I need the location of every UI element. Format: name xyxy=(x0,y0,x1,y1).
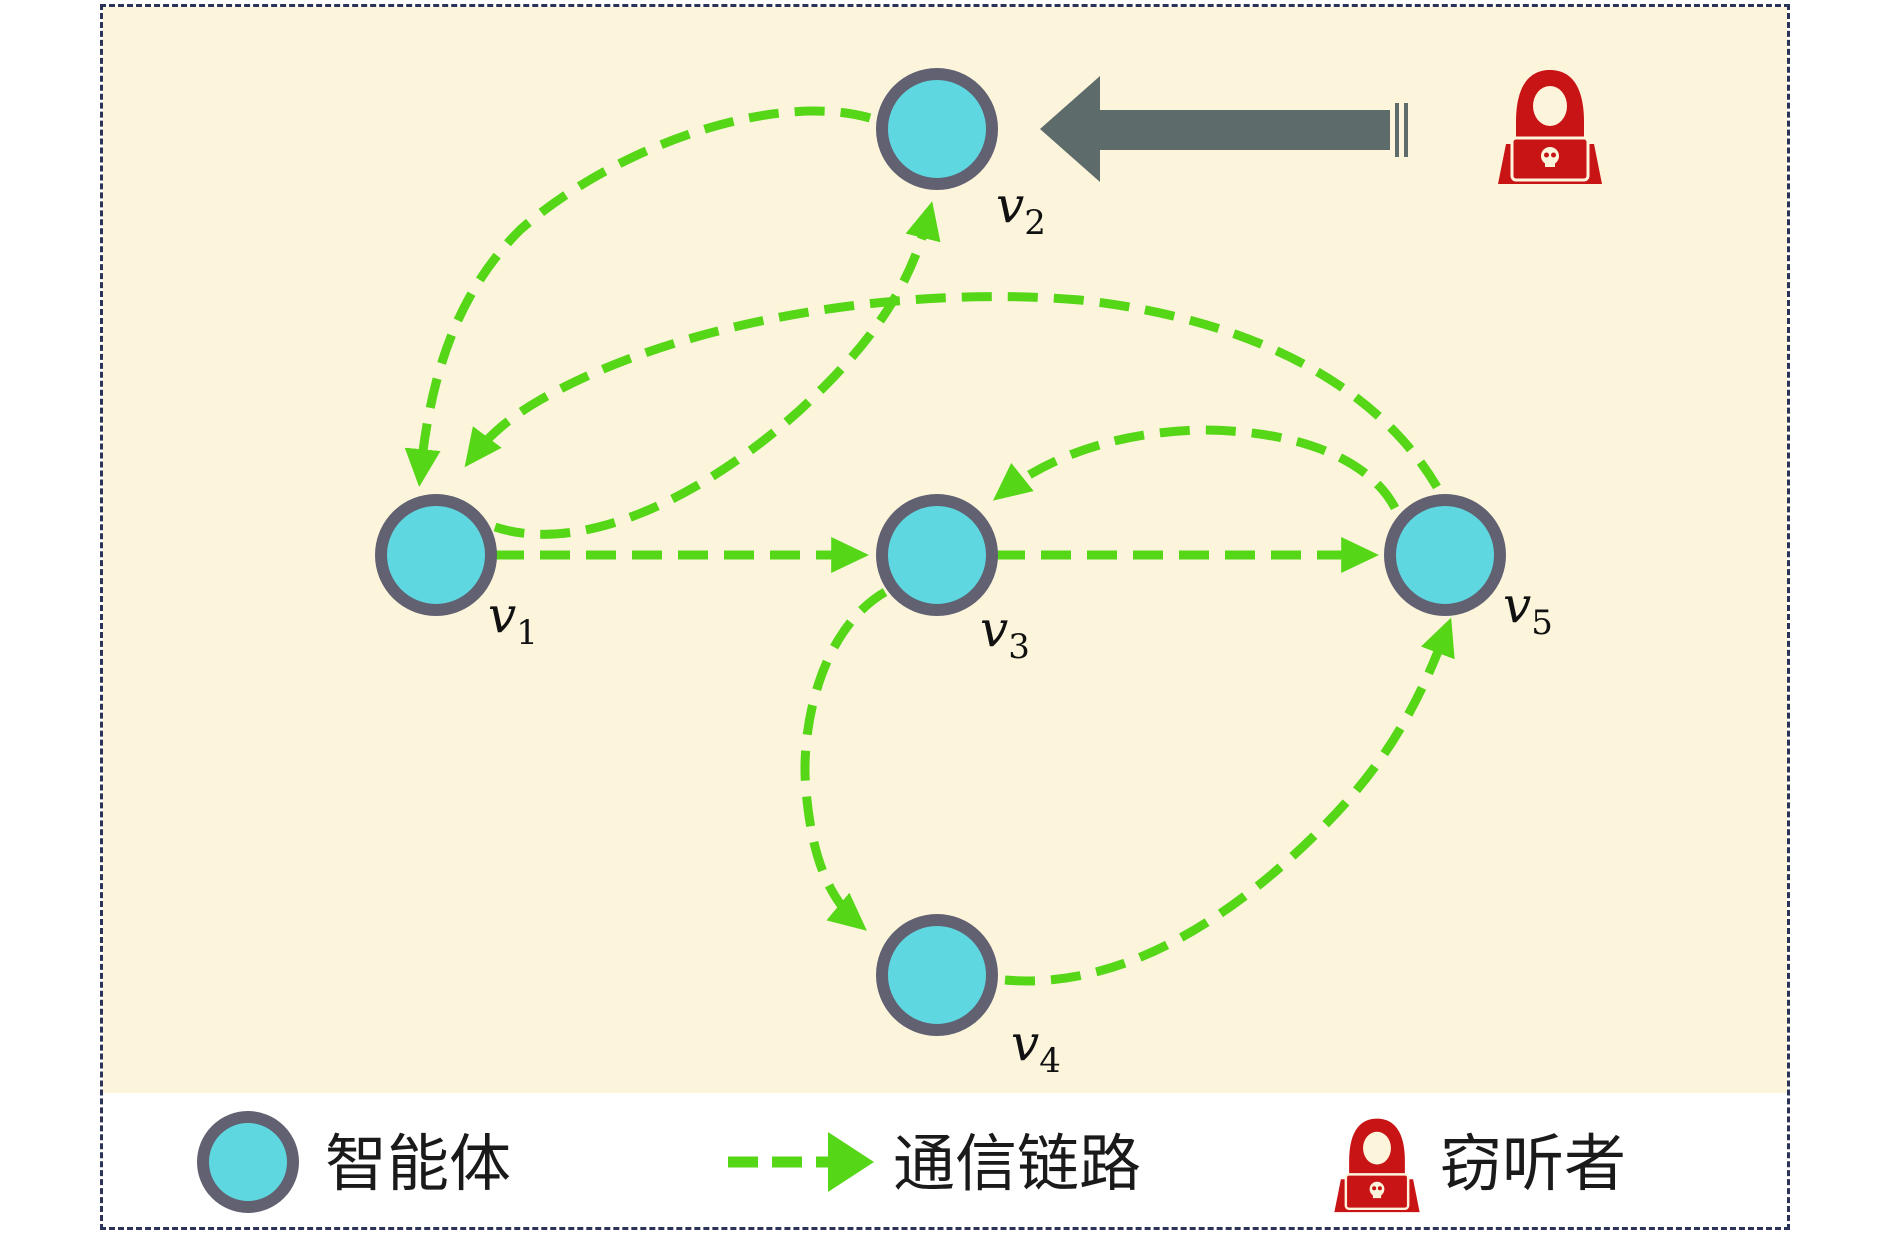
node-label-v1: v1 xyxy=(488,586,538,653)
agent-circle xyxy=(1384,494,1506,616)
node-label-index: 1 xyxy=(516,613,538,653)
agent-circle xyxy=(876,68,998,190)
agent-circle xyxy=(876,494,998,616)
legend-eavesdropper-icon xyxy=(1333,1117,1421,1214)
node-label-letter: v xyxy=(1011,1014,1039,1072)
agent-node-v3: v3 xyxy=(876,494,1030,667)
node-label-v5: v5 xyxy=(1503,576,1553,643)
legend: 智能体 通信链路 窃听者 xyxy=(197,1111,1626,1214)
link-v5-to-v3 xyxy=(992,425,1399,511)
node-label-index: 3 xyxy=(1008,627,1030,667)
legend-agent-label: 智能体 xyxy=(325,1127,511,1200)
eavesdropper-icon xyxy=(1496,68,1604,186)
legend-link-label: 通信链路 xyxy=(893,1127,1141,1200)
agent-node-v2: v2 xyxy=(876,68,1046,243)
legend-eavesdropper-label: 窃听者 xyxy=(1440,1127,1626,1200)
link-v3-to-v4 xyxy=(800,588,888,931)
node-label-v4: v4 xyxy=(1011,1014,1061,1081)
agent-circle xyxy=(876,914,998,1036)
node-label-v3: v3 xyxy=(980,600,1030,667)
communication-links xyxy=(404,106,1455,986)
link-v5-to-v1 xyxy=(464,292,1441,490)
attack-arrow-tail-line xyxy=(1395,103,1399,157)
attack-layer xyxy=(1040,68,1604,186)
node-label-index: 2 xyxy=(1024,203,1046,243)
agent-node-v4: v4 xyxy=(876,914,1061,1081)
link-v4-to-v5 xyxy=(1004,617,1455,986)
node-label-letter: v xyxy=(1503,576,1531,634)
agent-node-v5: v5 xyxy=(1384,494,1553,643)
node-label-index: 5 xyxy=(1531,603,1553,643)
attack-arrow-tail-line xyxy=(1404,103,1408,157)
node-label-letter: v xyxy=(980,600,1008,658)
legend-link-arrowhead xyxy=(828,1132,874,1192)
link-v2-to-v1 xyxy=(404,106,872,487)
agent-node-v1: v1 xyxy=(375,494,538,653)
node-label-letter: v xyxy=(996,176,1024,234)
node-label-index: 4 xyxy=(1039,1041,1061,1081)
legend-agent-icon xyxy=(197,1111,299,1213)
node-label-v2: v2 xyxy=(996,176,1046,243)
node-label-letter: v xyxy=(488,586,516,644)
attack-arrow xyxy=(1040,76,1390,182)
link-v1-to-v2 xyxy=(493,201,941,539)
agent-circle xyxy=(375,494,497,616)
